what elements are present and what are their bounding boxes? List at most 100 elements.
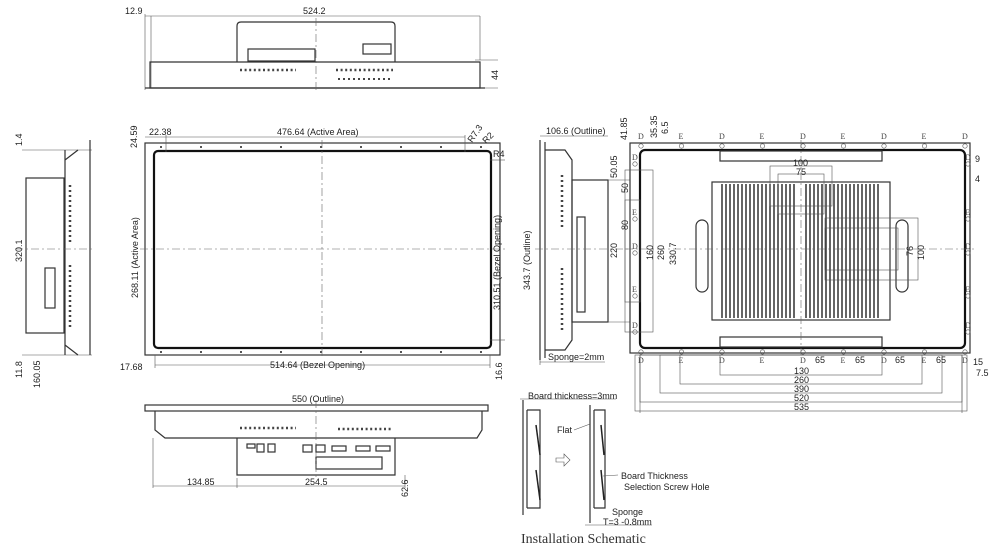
dim-label: 330.7 — [668, 242, 678, 265]
mounting-hole — [759, 143, 765, 149]
dim-label: 100 — [916, 245, 926, 260]
mounting-hole — [638, 349, 644, 355]
mounting-hole — [962, 143, 968, 149]
sponge-label: Sponge — [612, 507, 643, 517]
mounting-hole — [965, 293, 971, 299]
installation-schematic: Board thickness=3mm Flat Board Thickness… — [520, 391, 710, 545]
mounting-hole — [965, 329, 971, 335]
dim-label: 12.9 — [125, 6, 143, 16]
dim-label: 134.85 — [187, 477, 215, 487]
mount-marker: D — [965, 153, 971, 162]
dim-label: 15 — [973, 357, 983, 367]
mount-marker: E — [679, 132, 684, 141]
mount-marker: E — [965, 208, 970, 217]
mount-marker: D — [965, 242, 971, 251]
dim-label: 220 — [609, 243, 619, 258]
mounting-hole — [840, 349, 846, 355]
front-view: 24.59 22.38 476.64 (Active Area) R7.3 R2… — [120, 123, 505, 380]
dim-label: 41.85 — [619, 117, 629, 140]
bottom-view: 550 (Outline) 134.85 254.5 62.6 — [144, 394, 489, 497]
mount-marker: D — [962, 132, 968, 141]
arrow-right-icon — [555, 453, 571, 467]
mounting-hole — [719, 143, 725, 149]
dim-label: 260 — [794, 375, 809, 385]
dim-label: 1.4 — [14, 133, 24, 146]
mounting-hole — [632, 161, 638, 167]
dim-label: 16.6 — [494, 362, 504, 380]
mounting-hole — [632, 216, 638, 222]
dim-label: 75 — [796, 167, 806, 177]
dim-label: 17.68 — [120, 362, 143, 372]
mount-marker: E — [679, 356, 684, 365]
left-side-view: 1.4 320.1 11.8 160.05 — [14, 133, 95, 388]
mounting-hole — [632, 293, 638, 299]
dim-label: 514.64 (Bezel Opening) — [270, 360, 365, 370]
mounting-hole — [759, 349, 765, 355]
dim-label: 310.51 (Bezel Opening) — [492, 215, 502, 310]
mount-marker: E — [632, 285, 637, 294]
mount-marker: D — [638, 356, 644, 365]
mount-marker: E — [841, 132, 846, 141]
mounting-hole — [800, 349, 806, 355]
mount-marker: D — [962, 356, 968, 365]
dim-label: 268.11 (Active Area) — [130, 217, 140, 298]
mounting-hole — [719, 349, 725, 355]
dim-label: 343.7 (Outline) — [522, 230, 532, 290]
mounting-hole — [965, 161, 971, 167]
dim-label: 130 — [794, 366, 809, 376]
heatsink-fins — [721, 184, 879, 318]
port-dots — [240, 68, 393, 80]
mounting-hole — [800, 143, 806, 149]
mounting-hole — [840, 143, 846, 149]
mount-marker: E — [760, 356, 765, 365]
dim-label: 22.38 — [149, 127, 172, 137]
dim-label: 65 — [936, 355, 946, 365]
mount-marker: D — [632, 153, 638, 162]
dim-label: 390 — [794, 384, 809, 394]
dim-label: 535 — [794, 402, 809, 412]
mounting-holes — [160, 146, 490, 353]
dim-label: 9 — [975, 154, 980, 164]
mount-marker: D — [965, 321, 971, 330]
dim-label: 320.1 — [14, 239, 24, 262]
dim-label: 6.5 — [660, 121, 670, 134]
side-view: 106.6 (Outline) 41.85 35.35 6.5 50.05 34… — [522, 115, 670, 365]
dim-label: 520 — [794, 393, 809, 403]
mount-marker: D — [881, 356, 887, 365]
dim-label: R4 — [493, 149, 505, 159]
mounting-hole — [921, 143, 927, 149]
dim-label: 11.8 — [14, 361, 24, 378]
mounting-hole — [921, 349, 927, 355]
dim-label: 4 — [975, 174, 980, 184]
mounting-hole — [678, 349, 684, 355]
dim-label: 65 — [855, 355, 865, 365]
top-view: 12.9 524.2 44 — [125, 6, 500, 90]
installation-caption: Installation Schematic — [521, 532, 646, 545]
mounting-hole — [632, 329, 638, 335]
mount-marker: E — [841, 356, 846, 365]
mounting-hole — [678, 143, 684, 149]
mount-marker: D — [719, 356, 725, 365]
dim-label: 260 — [656, 245, 666, 260]
mounting-hole — [881, 143, 887, 149]
io-ports — [246, 443, 391, 453]
dim-label: 35.35 — [649, 115, 659, 138]
dim-label: 160.05 — [32, 360, 42, 388]
mount-marker: D — [632, 242, 638, 251]
dim-label: 7.5 — [976, 368, 989, 378]
mounting-hole — [965, 250, 971, 256]
mounting-hole — [962, 349, 968, 355]
dim-label: 44 — [490, 70, 500, 80]
dim-label: 476.64 (Active Area) — [277, 127, 359, 137]
dim-label: 80 — [620, 220, 630, 230]
sponge-label: Sponge=2mm — [548, 352, 604, 362]
mount-marker: D — [800, 356, 806, 365]
dim-label: 100 — [793, 158, 808, 168]
dim-label: 50 — [620, 183, 630, 193]
board-thickness-label: Board thickness=3mm — [528, 391, 617, 401]
mount-marker: E — [965, 285, 970, 294]
mount-marker: E — [760, 132, 765, 141]
mount-marker: E — [922, 356, 927, 365]
